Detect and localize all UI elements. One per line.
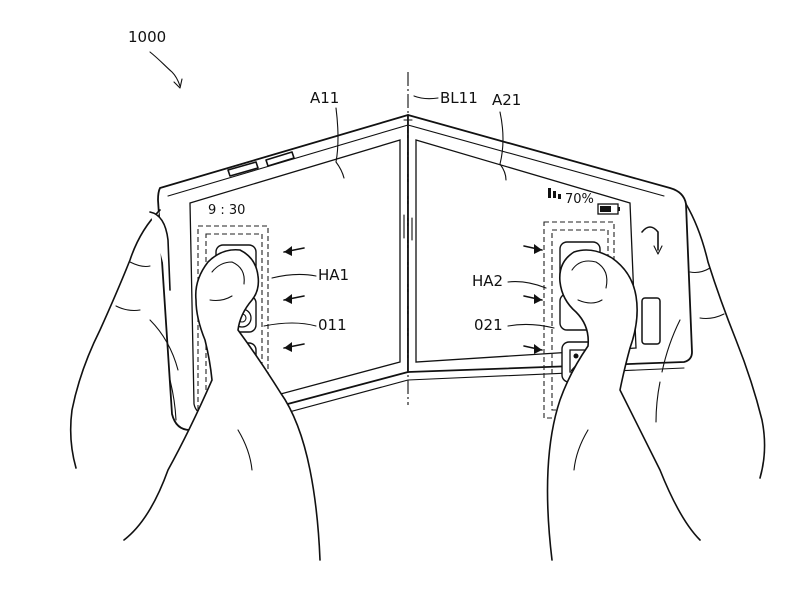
side-button-1 <box>227 161 259 177</box>
label-o21: 021 <box>474 316 503 334</box>
right-knuckle-1 <box>689 267 711 274</box>
left-knuckle-2 <box>115 305 141 312</box>
back-icon-arrow <box>653 245 663 255</box>
left-wrist-line <box>237 429 253 471</box>
right-thumb <box>546 249 701 561</box>
leader-o21 <box>507 323 555 329</box>
reference-number-label: 1000 <box>128 28 166 46</box>
label-ha2: HA2 <box>472 272 503 290</box>
left-thumbnail <box>211 261 245 285</box>
side-key-right <box>641 297 661 345</box>
status-time: 9 : 30 <box>208 203 245 218</box>
signal-bars-icon <box>548 188 561 199</box>
left-hand <box>69 209 321 561</box>
right-wrist-line <box>573 429 589 471</box>
reference-arrowhead <box>173 78 183 89</box>
right-palm-line-1 <box>661 319 681 373</box>
right-thumbnail <box>571 260 608 289</box>
right-palm-line-2 <box>655 381 661 423</box>
left-finger-back-1 <box>149 211 171 291</box>
left-thumb <box>123 248 321 561</box>
side-button-2 <box>265 151 295 167</box>
status-battery-percent: 70% <box>565 192 594 207</box>
battery-icon <box>597 203 620 215</box>
left-thumb-crease <box>209 295 233 302</box>
label-o11: 011 <box>318 316 347 334</box>
leader-a21 <box>499 111 507 181</box>
leader-ha2 <box>507 281 547 289</box>
label-bl11: BL11 <box>440 89 478 107</box>
label-a21: A21 <box>492 91 521 109</box>
right-knuckle-2 <box>699 313 725 320</box>
label-a11: A11 <box>310 89 339 107</box>
leader-bl11 <box>413 95 439 100</box>
right-thumb-crease <box>577 299 603 304</box>
reference-leader <box>149 51 181 87</box>
leader-a11 <box>335 107 345 179</box>
right-hand <box>546 203 766 561</box>
right-hand-back-outline <box>685 203 766 479</box>
left-hand-back-outline <box>69 209 161 469</box>
left-palm-line-2 <box>169 379 177 421</box>
region-o11-inner <box>205 233 263 405</box>
leader-ha1 <box>271 273 317 279</box>
leader-o11 <box>263 322 317 327</box>
left-knuckle-1 <box>129 261 151 268</box>
right-arrows <box>523 244 543 354</box>
left-arrows <box>283 246 305 352</box>
back-icon <box>641 226 659 251</box>
left-palm-line-1 <box>149 319 179 371</box>
label-ha1: HA1 <box>318 266 349 284</box>
